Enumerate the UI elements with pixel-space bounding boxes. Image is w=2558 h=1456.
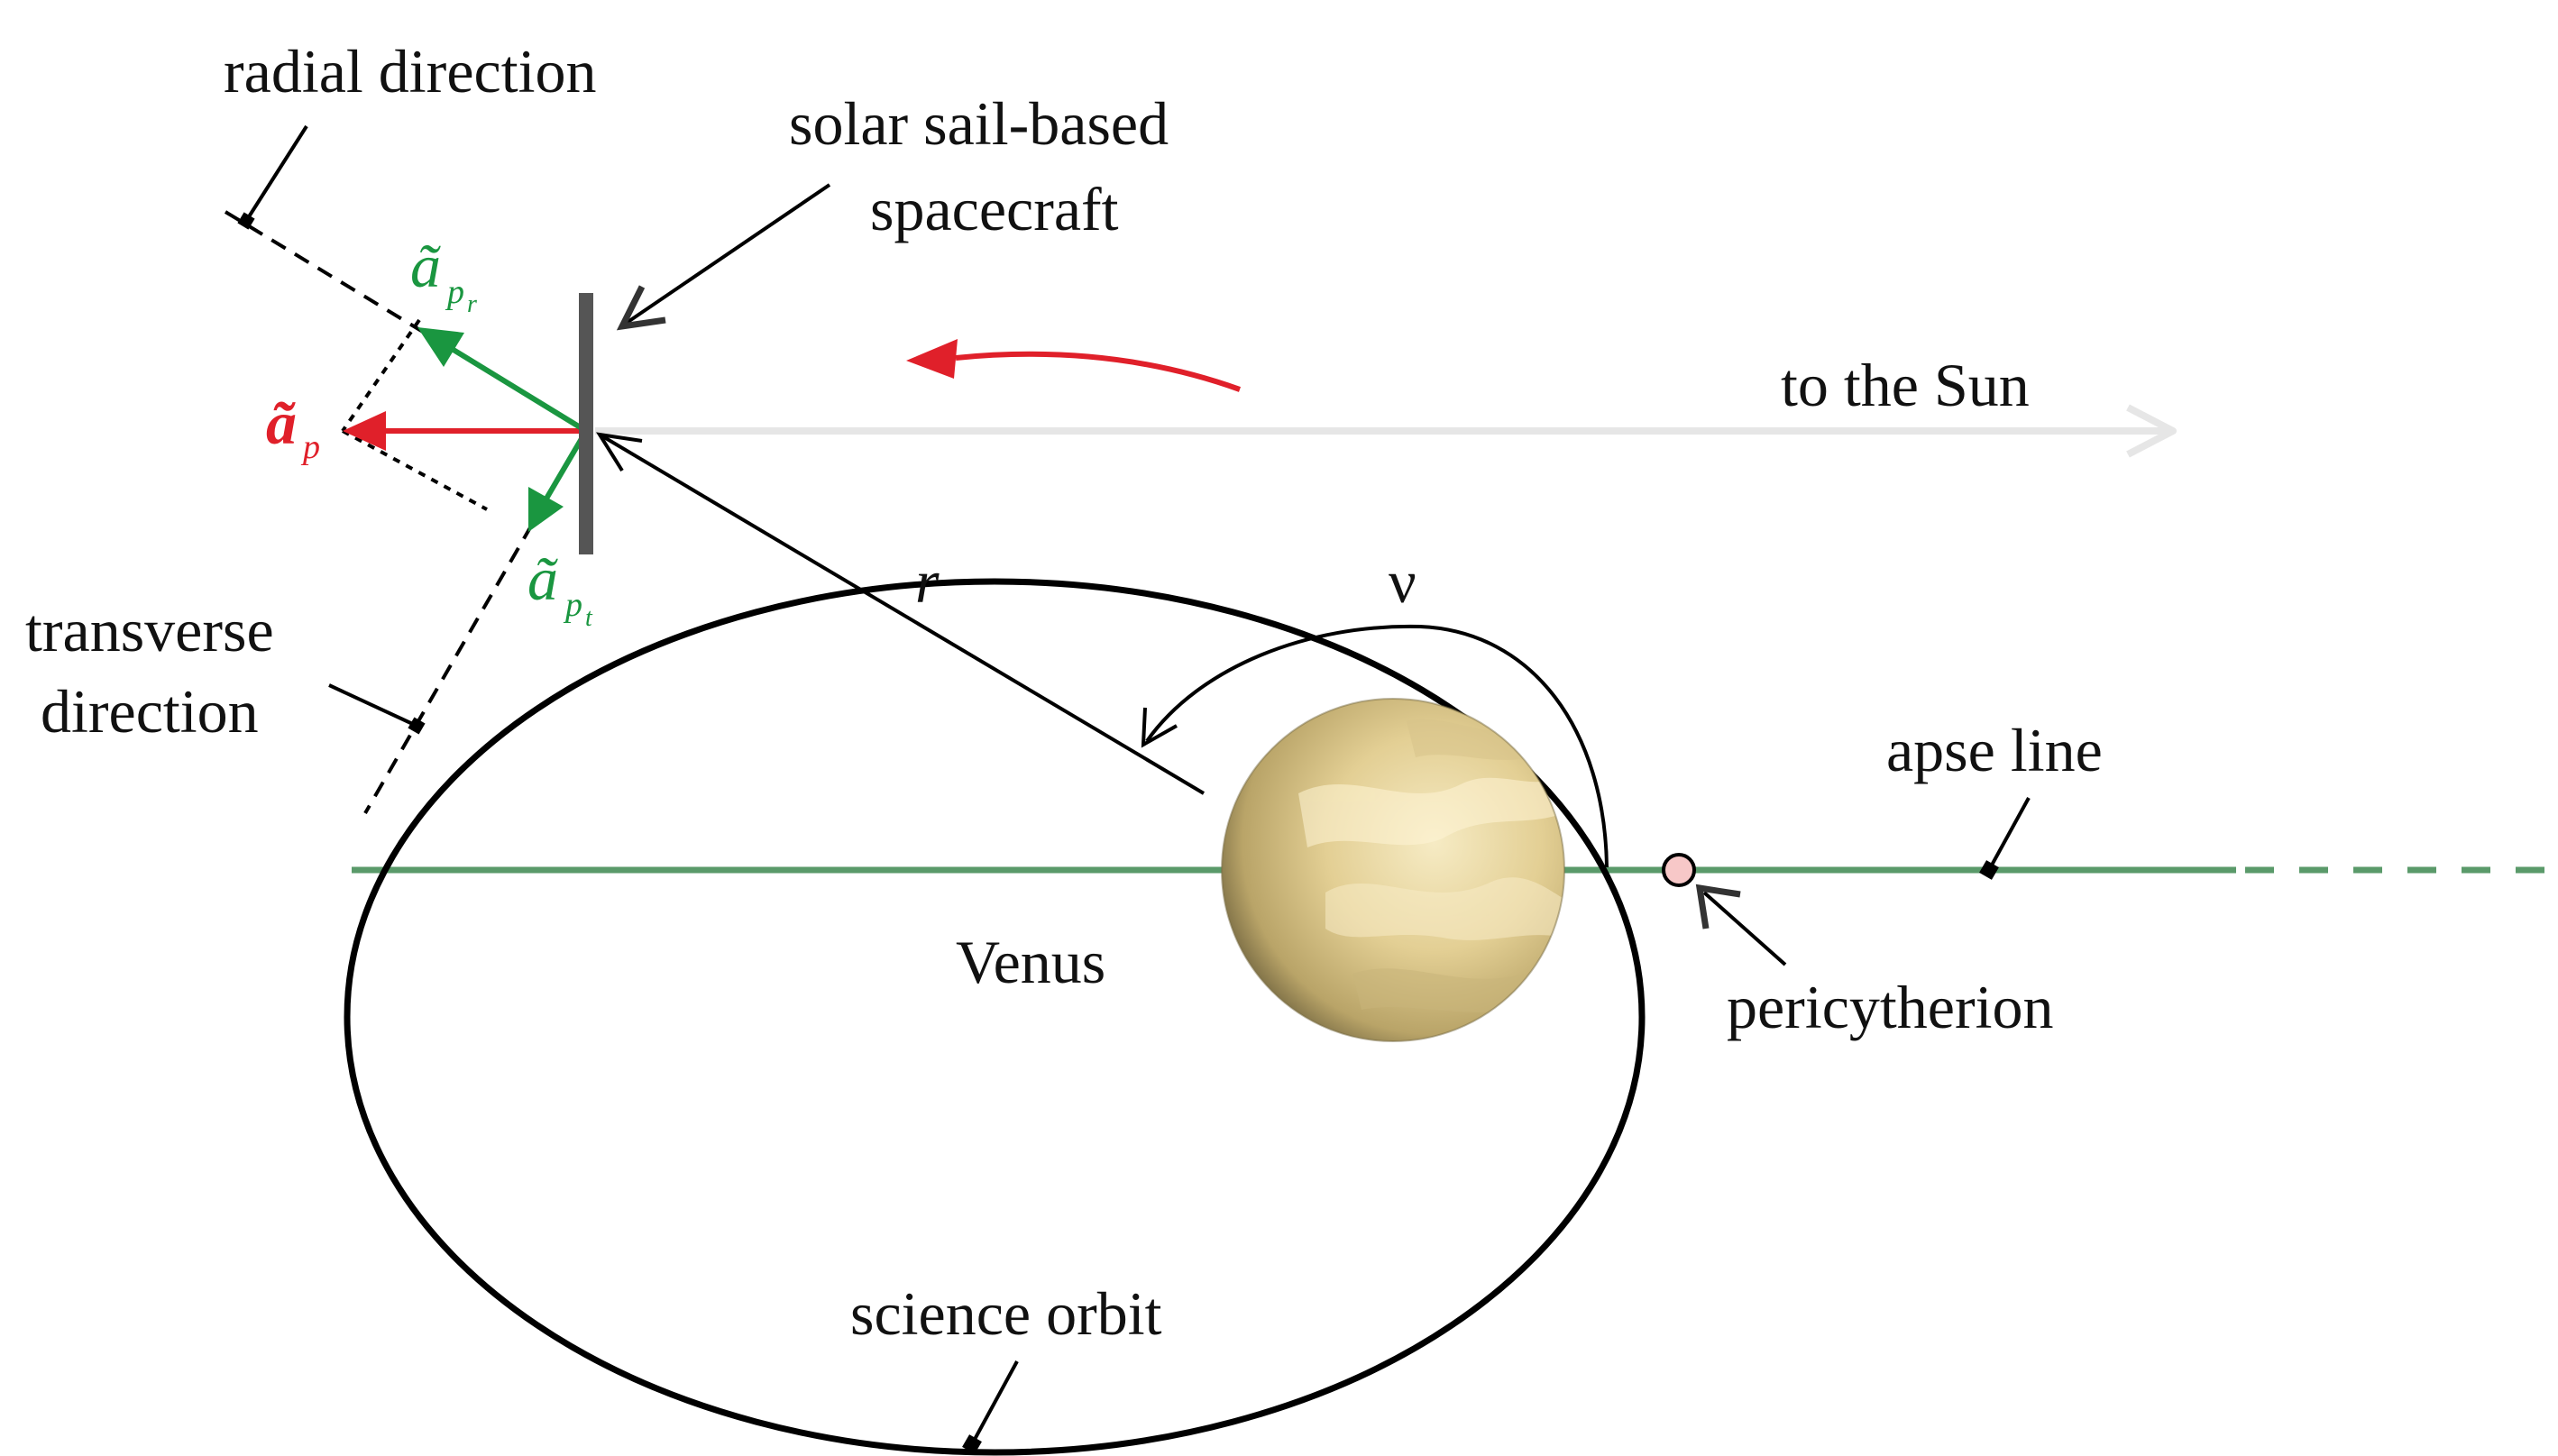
ap-base: ã bbox=[266, 389, 297, 457]
true-anomaly-arc bbox=[1141, 624, 1609, 868]
to-sun-label: to the Sun bbox=[1781, 351, 2030, 419]
apt-base: ã bbox=[527, 545, 558, 613]
spacecraft-label-line1: solar sail-based bbox=[789, 89, 1169, 158]
radial-direction-line bbox=[224, 124, 588, 433]
spacecraft-label-line2: spacecraft bbox=[870, 175, 1119, 243]
true-anomaly-label: ν bbox=[1389, 547, 1417, 616]
pericytherion-label: pericytherion bbox=[1727, 973, 2054, 1041]
ap-sub: p bbox=[300, 428, 320, 466]
venus-planet bbox=[1221, 698, 1565, 1042]
to-sun-arrow bbox=[595, 404, 2177, 458]
radial-acceleration-vector bbox=[417, 327, 588, 434]
venus-label: Venus bbox=[956, 928, 1105, 996]
pericytherion-marker bbox=[1662, 853, 1787, 966]
component-projection-lines bbox=[341, 318, 488, 511]
apr-base: ã bbox=[410, 232, 441, 300]
transverse-label-line2: direction bbox=[41, 677, 259, 746]
apt-sub: p bbox=[563, 586, 582, 624]
transverse-direction-line bbox=[328, 429, 588, 815]
apr-subsub: r bbox=[467, 290, 477, 318]
apse-line-leader bbox=[1979, 797, 2031, 880]
transverse-label-line1: transverse bbox=[25, 596, 274, 664]
radial-acceleration-label: ã p r bbox=[410, 232, 477, 318]
science-orbit-leader bbox=[962, 1360, 1019, 1454]
science-orbit-label: science orbit bbox=[850, 1279, 1162, 1348]
science-orbit bbox=[344, 578, 1646, 1456]
transverse-acceleration-label: ã p t bbox=[527, 545, 593, 632]
apr-sub: p bbox=[445, 273, 464, 311]
radial-direction-label: radial direction bbox=[224, 37, 596, 105]
transverse-acceleration-vector bbox=[528, 429, 589, 532]
apse-line-label: apse line bbox=[1886, 716, 2103, 784]
spacecraft-leader bbox=[616, 183, 831, 331]
sail-acceleration-vector bbox=[343, 411, 586, 451]
radius-vector bbox=[596, 432, 1206, 795]
radius-label: r bbox=[915, 547, 940, 616]
apt-subsub: t bbox=[585, 604, 593, 632]
sail-acceleration-label: ã p bbox=[266, 389, 320, 466]
motion-direction-arrow bbox=[906, 339, 1242, 392]
